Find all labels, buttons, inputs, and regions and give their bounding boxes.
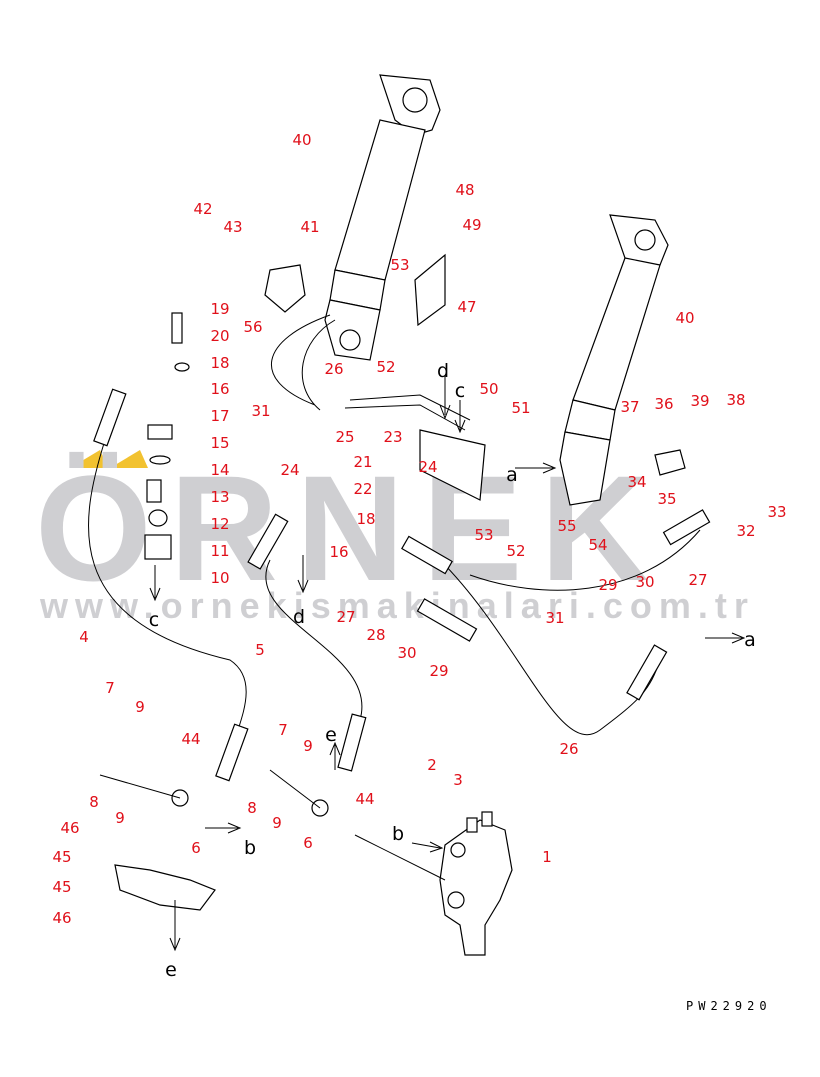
- part-number-label: 9: [272, 814, 282, 832]
- part-number-label: 50: [479, 380, 498, 398]
- part-number-label: 46: [52, 909, 71, 927]
- reference-letter: c: [149, 609, 159, 631]
- part-number-label: 31: [251, 402, 270, 420]
- part-number-label: 39: [690, 392, 709, 410]
- part-number-label: 21: [353, 453, 372, 471]
- part-number-label: 45: [52, 878, 71, 896]
- part-number-label: 40: [292, 131, 311, 149]
- part-number-label: 30: [635, 573, 654, 591]
- part-number-label: 17: [210, 407, 229, 425]
- part-number-label: 5: [255, 641, 265, 659]
- part-number-label: 47: [457, 298, 476, 316]
- part-number-label: 16: [210, 380, 229, 398]
- part-number-label: 55: [557, 517, 576, 535]
- part-number-label: 2: [427, 756, 437, 774]
- part-number-label: 35: [657, 490, 676, 508]
- part-number-label: 42: [193, 200, 212, 218]
- part-number-label: 1: [542, 848, 552, 866]
- part-number-label: 13: [210, 488, 229, 506]
- part-number-label: 9: [115, 809, 125, 827]
- part-number-label: 7: [105, 679, 115, 697]
- part-number-label: 10: [210, 569, 229, 587]
- part-number-label: 31: [545, 609, 564, 627]
- part-number-label: 33: [767, 503, 786, 521]
- part-number-label: 37: [620, 398, 639, 416]
- part-number-label: 34: [627, 473, 646, 491]
- reference-letter: b: [392, 823, 404, 845]
- watermark: ÖRNEK www.ornekismakinalari.com.tr: [35, 444, 755, 626]
- part-number-label: 20: [210, 327, 229, 345]
- part-number-label: 52: [506, 542, 525, 560]
- part-number-label: 19: [210, 300, 229, 318]
- part-number-label: 8: [89, 793, 99, 811]
- part-number-label: 48: [455, 181, 474, 199]
- part-number-label: 24: [280, 461, 299, 479]
- watermark-url: www.ornekismakinalari.com.tr: [39, 585, 755, 626]
- part-number-label: 9: [135, 698, 145, 716]
- part-number-label: 28: [366, 626, 385, 644]
- part-number-label: 7: [278, 721, 288, 739]
- reference-letter: d: [293, 606, 305, 628]
- right-lift-cylinder: [559, 214, 669, 506]
- part-number-label: 56: [243, 318, 262, 336]
- part-number-label: 9: [303, 737, 313, 755]
- part-number-label: 32: [736, 522, 755, 540]
- drawing-code: PW22920: [686, 999, 772, 1013]
- part-number-label: 51: [511, 399, 530, 417]
- part-number-label: 27: [336, 608, 355, 626]
- part-number-label: 12: [210, 515, 229, 533]
- part-number-label: 30: [397, 644, 416, 662]
- part-number-label: 41: [300, 218, 319, 236]
- part-number-label: 26: [324, 360, 343, 378]
- part-number-label: 18: [210, 354, 229, 372]
- part-number-label: 8: [247, 799, 257, 817]
- part-number-label: 3: [453, 771, 463, 789]
- part-number-label: 16: [329, 543, 348, 561]
- part-number-label: 44: [181, 730, 200, 748]
- watermark-accent-icon: [110, 450, 148, 468]
- part-number-label: 54: [588, 536, 607, 554]
- hoses-and-pipes: [88, 314, 711, 782]
- part-number-label: 4: [79, 628, 89, 646]
- part-number-label: 24: [418, 458, 437, 476]
- reference-letter: a: [506, 464, 518, 486]
- reference-letter: e: [325, 724, 337, 746]
- control-valve: [439, 811, 513, 956]
- part-number-label: 22: [353, 480, 372, 498]
- part-number-label: 29: [598, 576, 617, 594]
- part-number-label: 23: [383, 428, 402, 446]
- reference-letter: a: [744, 629, 756, 651]
- part-number-label: 6: [303, 834, 313, 852]
- part-number-label: 27: [688, 571, 707, 589]
- part-number-label: 26: [559, 740, 578, 758]
- arrows: [149, 375, 746, 952]
- part-number-label: 11: [210, 542, 229, 560]
- part-number-label: 44: [355, 790, 374, 808]
- part-number-label: 53: [390, 256, 409, 274]
- part-number-label: 29: [429, 662, 448, 680]
- part-number-label: 45: [52, 848, 71, 866]
- part-number-label: 25: [335, 428, 354, 446]
- part-number-label: 49: [462, 216, 481, 234]
- reference-letter: c: [455, 380, 465, 402]
- reference-letter: b: [244, 837, 256, 859]
- reference-letter: d: [437, 360, 449, 382]
- part-number-label: 6: [191, 839, 201, 857]
- part-number-label: 46: [60, 819, 79, 837]
- part-number-label: 52: [376, 358, 395, 376]
- reference-letter: e: [165, 959, 177, 981]
- part-number-label: 15: [210, 434, 229, 452]
- part-number-label: 36: [654, 395, 673, 413]
- small-parts: [99, 253, 686, 911]
- part-number-label: 53: [474, 526, 493, 544]
- left-lift-cylinder: [324, 74, 441, 361]
- part-number-label: 43: [223, 218, 242, 236]
- part-number-label: 38: [726, 391, 745, 409]
- part-number-label: 14: [210, 461, 229, 479]
- part-number-label: 40: [675, 309, 694, 327]
- part-number-label: 18: [356, 510, 375, 528]
